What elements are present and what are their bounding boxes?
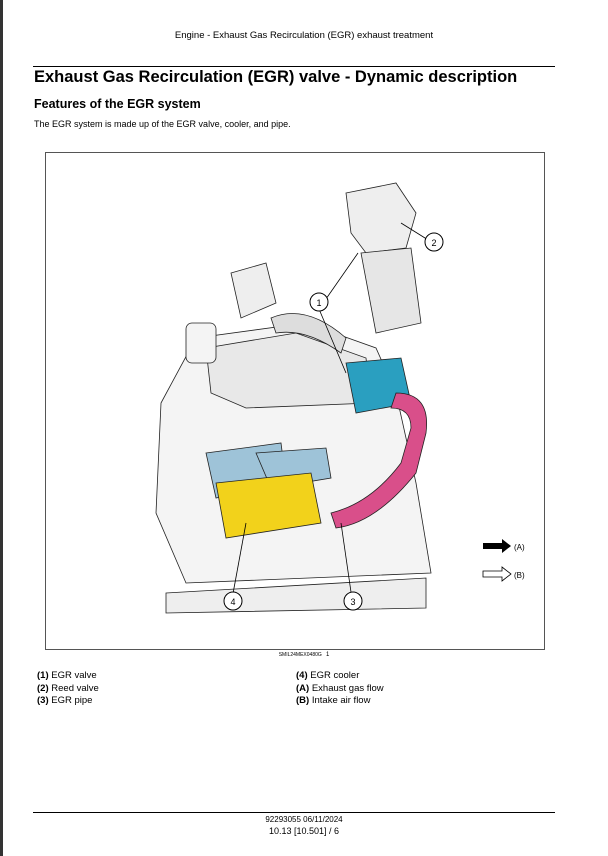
intake-flow-arrow-icon [482,566,512,582]
footer-rule [33,812,555,813]
footer-doc: 92293055 06/11/2024 [265,815,343,824]
page-title: Exhaust Gas Recirculation (EGR) valve - … [34,68,518,86]
legend-left: (1) EGR valve (2) Reed valve (3) EGR pip… [37,670,99,708]
legend-b-label: (B) [514,571,525,580]
legend-item: (3) EGR pipe [37,695,93,706]
svg-text:1: 1 [316,298,321,308]
footer-page: 10.13 [10.501] / 6 [268,826,340,836]
svg-text:2: 2 [431,238,436,248]
running-header: Engine - Exhaust Gas Recirculation (EGR)… [174,30,434,41]
callout-3: 3 [343,591,363,611]
legend-right: (4) EGR cooler (A) Exhaust gas flow (B) … [296,670,384,708]
egr-pipe-part [330,392,428,529]
title-rule [33,66,555,67]
egr-cooler-part [215,472,322,539]
callout-2: 2 [424,232,444,252]
svg-text:4: 4 [230,597,235,607]
legend-item: (1) EGR valve [37,670,97,681]
intro-paragraph: The EGR system is made up of the EGR val… [34,119,291,129]
callout-1: 1 [309,292,329,312]
legend-a-label: (A) [514,543,525,552]
legend-item: (A) Exhaust gas flow [296,682,384,694]
section-heading: Features of the EGR system [34,97,201,111]
page-left-border [0,0,3,856]
exhaust-flow-arrow-icon [483,539,511,553]
figure-code: SMIL24MEX0480G 1 [278,652,330,658]
svg-text:3: 3 [350,597,355,607]
legend-item: (2) Reed valve [37,682,99,694]
engine-illustration [155,182,432,614]
callout-4: 4 [223,591,243,611]
legend-item: (4) EGR cooler [296,670,360,681]
egr-system-figure: 1 2 3 4 (A) (B) [45,152,545,650]
legend-item: (B) Intake air flow [296,695,371,706]
